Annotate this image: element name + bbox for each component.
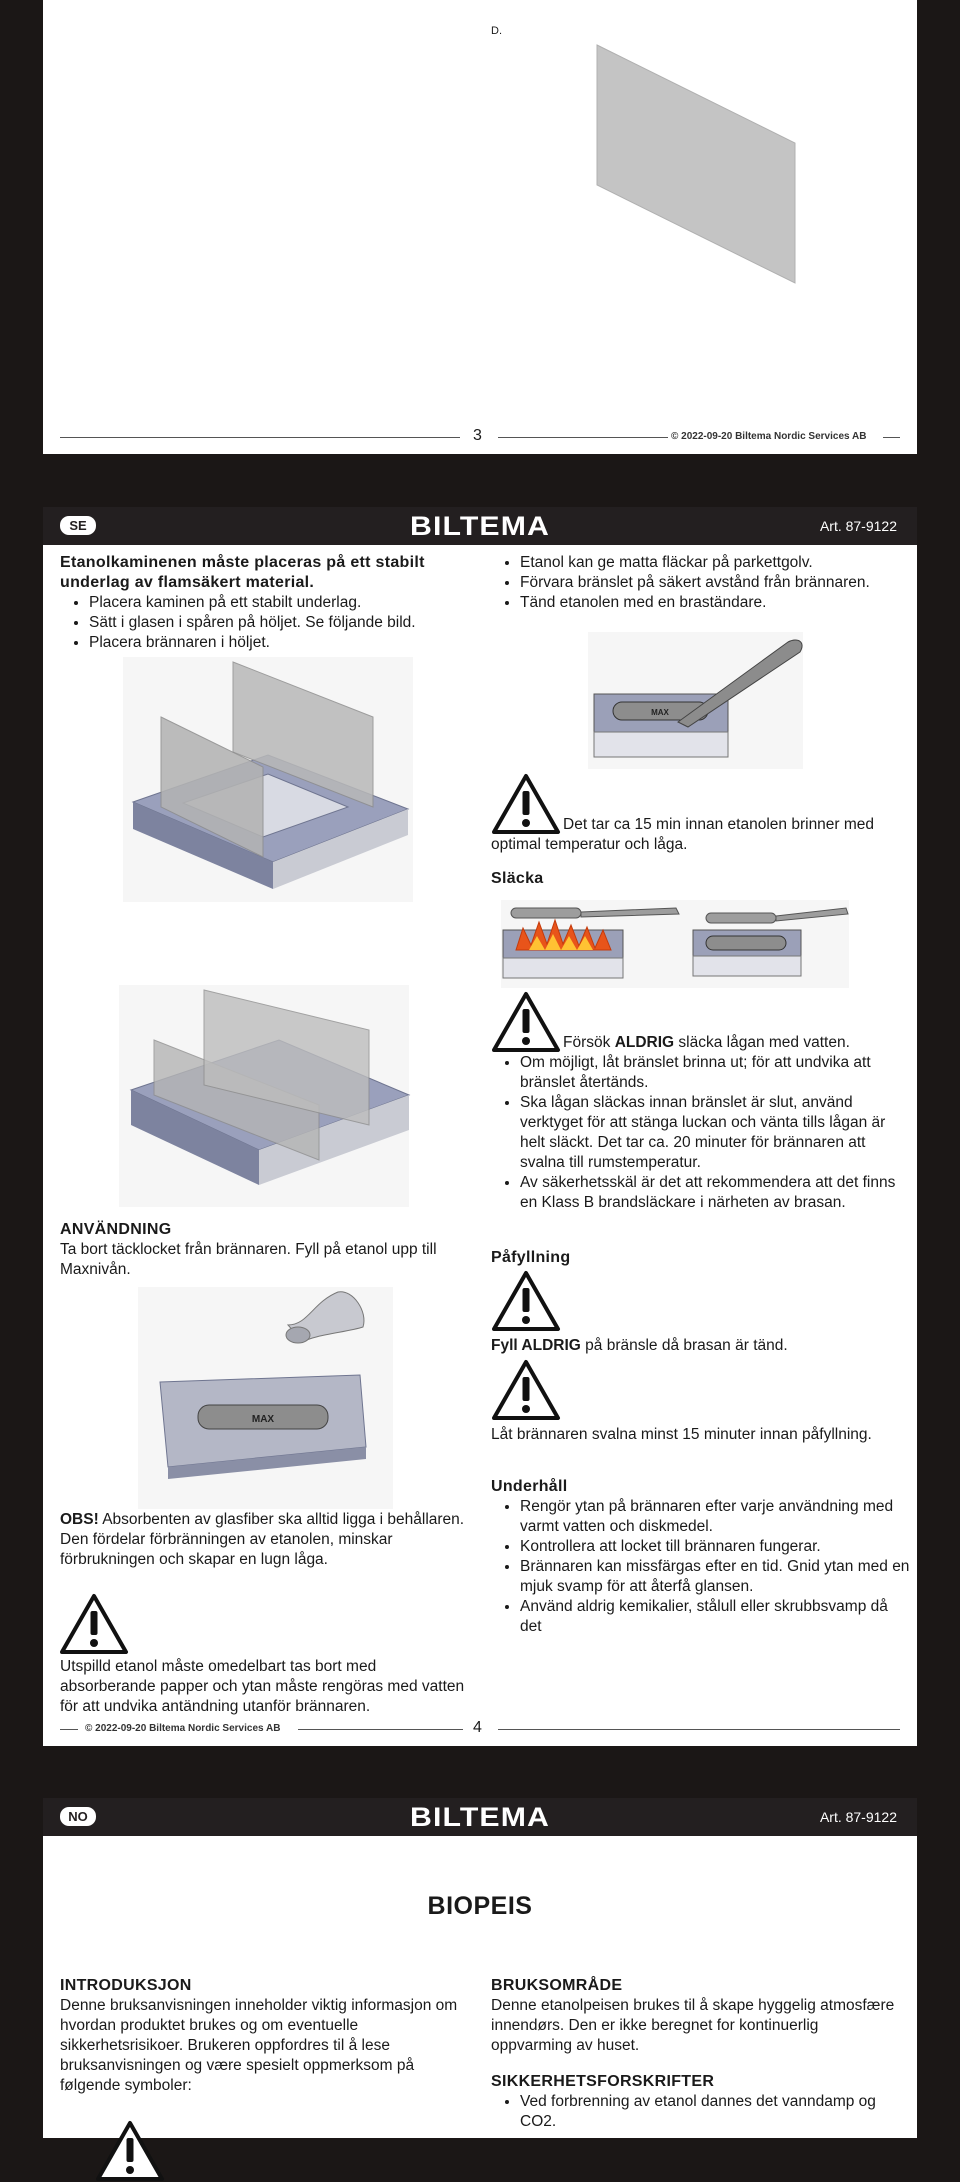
- copyright: © 2022-09-20 Biltema Nordic Services AB: [671, 431, 867, 442]
- manual-page-4: SE BILTEMA Art. 87-9122 Etanolkaminenen …: [43, 507, 917, 1746]
- warning-icon: [96, 2121, 164, 2181]
- obs-paragraph: OBS! Absorbenten av glasfiber ska alltid…: [60, 1510, 470, 1570]
- intro-section: INTRODUKSJON Denne bruksanvisningen inne…: [60, 1976, 465, 2096]
- footer-rule-left: [60, 1729, 78, 1730]
- burner-max-label: MAX: [252, 1414, 275, 1425]
- page-number: 3: [473, 427, 482, 444]
- list-item: Om möjligt, låt bränslet brinna ut; för …: [520, 1053, 911, 1093]
- language-badge: NO: [60, 1807, 96, 1826]
- safety-heading: SIKKERHETSFORSKRIFTER: [491, 2073, 715, 2090]
- cooldown-text: Låt brännaren svalna minst 15 minuter in…: [491, 1426, 872, 1443]
- maintenance-section: Underhåll Rengör ytan på brännaren efter…: [491, 1477, 911, 1637]
- footer-rule-left: [60, 437, 460, 438]
- placement-list: Placera kaminen på ett stabilt underlag.…: [60, 593, 470, 653]
- warn2-text: Försök ALDRIG släcka lågan med vatten.: [563, 1033, 913, 1053]
- warn2-post: släcka lågan med vatten.: [674, 1034, 850, 1051]
- brand-logo: BILTEMA: [410, 1802, 550, 1832]
- list-item: Förvara bränslet på säkert avstånd från …: [520, 573, 911, 593]
- refill-text: Fyll ALDRIG på bränsle då brasan är tänd…: [491, 1336, 911, 1356]
- language-badge: SE: [60, 516, 96, 535]
- obs-text: Absorbenten av glasfiber ska alltid ligg…: [60, 1511, 465, 1568]
- document-title: BIOPEIS: [427, 1892, 533, 1920]
- safety-list: Ved forbrenning av etanol dannes det van…: [491, 2092, 901, 2132]
- list-item: Använd aldrig kemikalier, stålull eller …: [520, 1597, 911, 1637]
- maintenance-heading: Underhåll: [491, 1478, 568, 1495]
- safety-section: SIKKERHETSFORSKRIFTER Ved forbrenning av…: [491, 2072, 901, 2132]
- list-item: Av säkerhetsskäl är det att rekommendera…: [520, 1173, 911, 1213]
- list-item: Placera kaminen på ett stabilt underlag.: [89, 593, 470, 613]
- fireplace-assembly-illustration: [123, 657, 413, 902]
- article-number: Art. 87-9122: [819, 1809, 897, 1825]
- manual-page-5: NO BILTEMA Art. 87-9122 BIOPEIS INTRODUK…: [43, 1798, 917, 2181]
- refill-post: på bränsle då brasan är tänd.: [580, 1337, 788, 1354]
- footer-rule-right: [498, 1729, 900, 1730]
- footer-rule-mid: [498, 437, 668, 438]
- list-item: Etanol kan ge matta fläckar på parkettgo…: [520, 553, 911, 573]
- usage-heading: ANVÄNDNING: [60, 1221, 172, 1238]
- warn2-pre: Försök: [563, 1034, 615, 1051]
- fireplace-assembled-illustration: [119, 985, 411, 1207]
- extinguish-illustration: [501, 900, 849, 988]
- list-item: Ved forbrenning av etanol dannes det van…: [520, 2092, 901, 2132]
- brand-logo: BILTEMA: [410, 511, 550, 541]
- usage-text: Ta bort täcklocket från brännaren. Fyll …: [60, 1241, 437, 1278]
- refill-heading-wrap: Påfyllning: [491, 1248, 911, 1268]
- placement-heading: Etanolkaminenen måste placeras på ett st…: [60, 554, 425, 591]
- warning-icon: [492, 1271, 560, 1331]
- maintenance-list: Rengör ytan på brännaren efter varje anv…: [491, 1497, 911, 1637]
- intro-heading: INTRODUKSJON: [60, 1977, 192, 1994]
- spill-text: Utspilld etanol måste omedelbart tas bor…: [60, 1658, 465, 1715]
- extinguish-list-wrap: Om möjligt, låt bränslet brinna ut; för …: [491, 1053, 911, 1213]
- refill-bold: Fyll ALDRIG: [491, 1337, 581, 1354]
- copyright: © 2022-09-20 Biltema Nordic Services AB: [85, 1723, 281, 1734]
- refill-heading: Påfyllning: [491, 1249, 571, 1266]
- list-item: Rengör ytan på brännaren efter varje anv…: [520, 1497, 911, 1537]
- right-column-top: Etanol kan ge matta fläckar på parkettgo…: [491, 553, 911, 613]
- footer-rule-right: [883, 437, 900, 438]
- warning-icon: [492, 1360, 560, 1420]
- usage-area-text: Denne etanolpeisen brukes til å skape hy…: [491, 1997, 895, 2054]
- warn2-bold: ALDRIG: [614, 1034, 675, 1051]
- obs-section: OBS! Absorbenten av glasfiber ska alltid…: [60, 1510, 470, 1570]
- warn1-text: Det tar ca 15 min innan etanolen brinner…: [491, 816, 875, 853]
- list-item: Ska lågan släckas innan bränslet är slut…: [520, 1093, 911, 1173]
- lighting-illustration: MAX: [588, 632, 803, 769]
- figure-label: D.: [491, 25, 502, 37]
- usage-area-section: BRUKSOMRÅDE Denne etanolpeisen brukes ti…: [491, 1976, 901, 2056]
- ethanol-list: Etanol kan ge matta fläckar på parkettgo…: [491, 553, 911, 613]
- extinguish-list: Om möjligt, låt bränslet brinna ut; för …: [491, 1053, 911, 1213]
- usage-area-heading: BRUKSOMRÅDE: [491, 1977, 623, 1994]
- obs-label: OBS!: [60, 1511, 99, 1528]
- list-item: Sätt i glasen i spåren på höljet. Se föl…: [89, 613, 470, 633]
- warning-icon: [492, 774, 560, 834]
- glass-panel-illustration: [596, 44, 796, 284]
- manual-page-3: D. 3 © 2022-09-20 Biltema Nordic Service…: [43, 0, 917, 454]
- burner-max-label: MAX: [651, 708, 669, 717]
- list-item: Tänd etanolen med en braständare.: [520, 593, 911, 613]
- burner-refill-illustration: MAX: [138, 1287, 393, 1509]
- warning-icon: [60, 1594, 128, 1654]
- page-header: SE BILTEMA Art. 87-9122: [43, 507, 917, 545]
- list-item: Kontrollera att locket till brännaren fu…: [520, 1537, 911, 1557]
- usage-section: ANVÄNDNING Ta bort täcklocket från bränn…: [60, 1220, 470, 1280]
- article-number: Art. 87-9122: [819, 518, 897, 534]
- intro-text: Denne bruksanvisningen inneholder viktig…: [60, 1997, 458, 2094]
- spill-section: Utspilld etanol måste omedelbart tas bor…: [60, 1657, 470, 1717]
- extinguish-heading: Släcka: [491, 870, 544, 887]
- page-header: NO BILTEMA Art. 87-9122: [43, 1798, 917, 1836]
- warning-icon: [492, 992, 560, 1052]
- list-item: Placera brännaren i höljet.: [89, 633, 470, 653]
- list-item: Brännaren kan missfärgas efter en tid. G…: [520, 1557, 911, 1597]
- page-number: 4: [473, 1719, 482, 1736]
- extinguish-heading-wrap: Släcka: [491, 869, 911, 889]
- footer-rule-mid: [298, 1729, 463, 1730]
- left-column: Etanolkaminenen måste placeras på ett st…: [60, 553, 470, 653]
